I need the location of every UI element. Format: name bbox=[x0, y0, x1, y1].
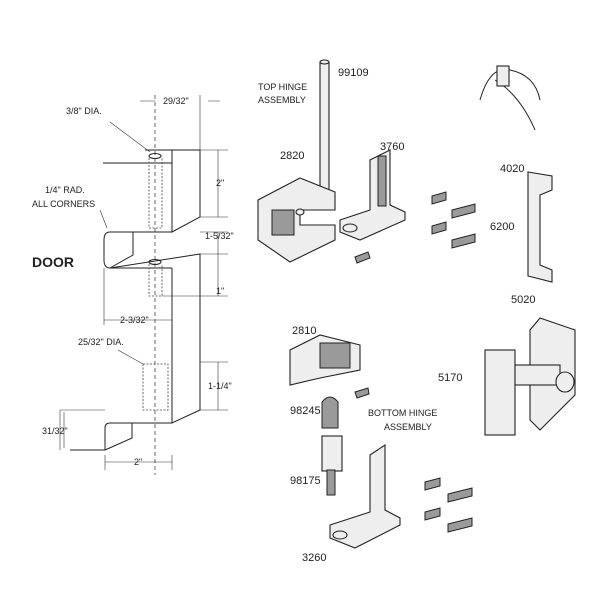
label-2810: 2810 bbox=[292, 325, 316, 337]
label-3260: 3260 bbox=[302, 552, 326, 564]
label-2820: 2820 bbox=[280, 150, 304, 162]
dim-bottom-height: 1-1/4" bbox=[208, 381, 232, 391]
part-2820-bracket bbox=[257, 177, 336, 263]
screws-bottom bbox=[424, 477, 473, 533]
dim-foot-height: 31/32" bbox=[42, 426, 68, 436]
label-6200: 6200 bbox=[490, 221, 514, 233]
part-3260-hinge bbox=[329, 443, 401, 549]
label-bottom-hinge-2: ASSEMBLY bbox=[384, 422, 432, 432]
part-4020-coat-hook bbox=[479, 65, 541, 131]
dim-top-hole: 3/8" DIA. bbox=[66, 106, 102, 116]
screws-top bbox=[354, 191, 476, 264]
label-top-hinge-1: TOP HINGE bbox=[258, 82, 307, 92]
label-4020: 4020 bbox=[500, 163, 524, 175]
dim-radius-2: ALL CORNERS bbox=[32, 199, 95, 209]
part-99109-pin bbox=[319, 59, 330, 193]
label-top-hinge-2: ASSEMBLY bbox=[258, 95, 306, 105]
door-profile bbox=[59, 95, 228, 475]
dim-foot-width: 2" bbox=[134, 457, 142, 467]
dim-gap: 1-5/32" bbox=[205, 231, 234, 241]
part-98245-cap bbox=[321, 387, 370, 429]
dim-top-height: 2" bbox=[216, 178, 224, 188]
dim-top-offset: 29/32" bbox=[163, 96, 189, 106]
label-5020: 5020 bbox=[511, 294, 535, 306]
dim-mid-height: 1" bbox=[216, 286, 224, 296]
label-99109: 99109 bbox=[338, 67, 369, 79]
label-98245: 98245 bbox=[290, 405, 321, 417]
part-98175-cam bbox=[321, 435, 343, 496]
dim-mid-width: 2-3/32" bbox=[120, 315, 149, 325]
dim-radius-1: 1/4" RAD. bbox=[45, 185, 85, 195]
part-5020-latch bbox=[484, 317, 576, 436]
part-6200-pull-handle bbox=[527, 171, 553, 283]
label-98175: 98175 bbox=[290, 475, 321, 487]
label-bottom-hinge-1: BOTTOM HINGE bbox=[368, 408, 437, 418]
door-label: DOOR bbox=[32, 254, 74, 270]
label-5170: 5170 bbox=[438, 372, 462, 384]
label-3760: 3760 bbox=[380, 141, 404, 153]
part-3760-hinge bbox=[339, 149, 406, 241]
part-2810-bracket bbox=[289, 334, 361, 386]
dim-bottom-hole: 25/32" DIA. bbox=[78, 337, 124, 347]
